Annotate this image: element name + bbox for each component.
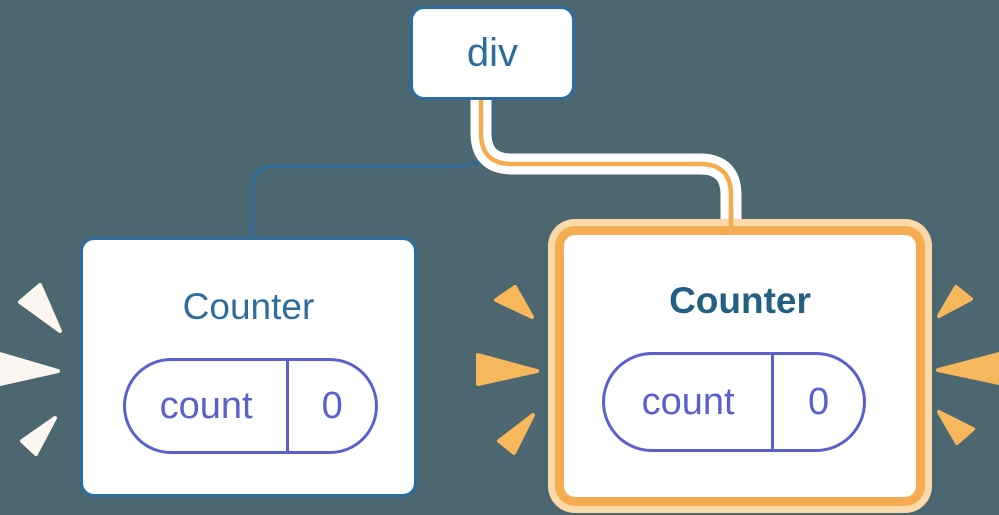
state-pill: count 0 xyxy=(123,358,378,454)
spark-icon xyxy=(937,285,973,318)
spark-icon xyxy=(494,285,534,319)
spark-icon xyxy=(20,416,57,456)
spark-burst-icon-orange xyxy=(476,285,539,455)
connector-right-casing xyxy=(470,96,742,222)
state-value: 0 xyxy=(771,355,863,449)
state-value: 0 xyxy=(286,361,375,451)
spark-burst-icon-white xyxy=(0,283,62,456)
state-key: count xyxy=(641,380,735,423)
component-title: Counter xyxy=(669,280,811,321)
state-pill: count 0 xyxy=(602,352,866,452)
tree-root-node: div xyxy=(410,6,575,100)
state-key: count xyxy=(159,384,253,427)
connector-left-line xyxy=(250,98,494,242)
component-card-left: Counter count 0 xyxy=(80,237,417,497)
spark-icon xyxy=(476,353,539,386)
spark-burst-icon-orange xyxy=(936,285,999,445)
spark-icon xyxy=(18,283,62,333)
spark-icon xyxy=(936,352,999,385)
spark-icon xyxy=(937,410,975,445)
spark-icon xyxy=(0,352,60,386)
connector-right-line xyxy=(478,96,734,222)
root-node-label: div xyxy=(466,30,519,75)
component-card-right: Counter count 0 xyxy=(555,226,925,506)
spark-icon xyxy=(497,413,535,455)
component-title: Counter xyxy=(182,286,315,327)
